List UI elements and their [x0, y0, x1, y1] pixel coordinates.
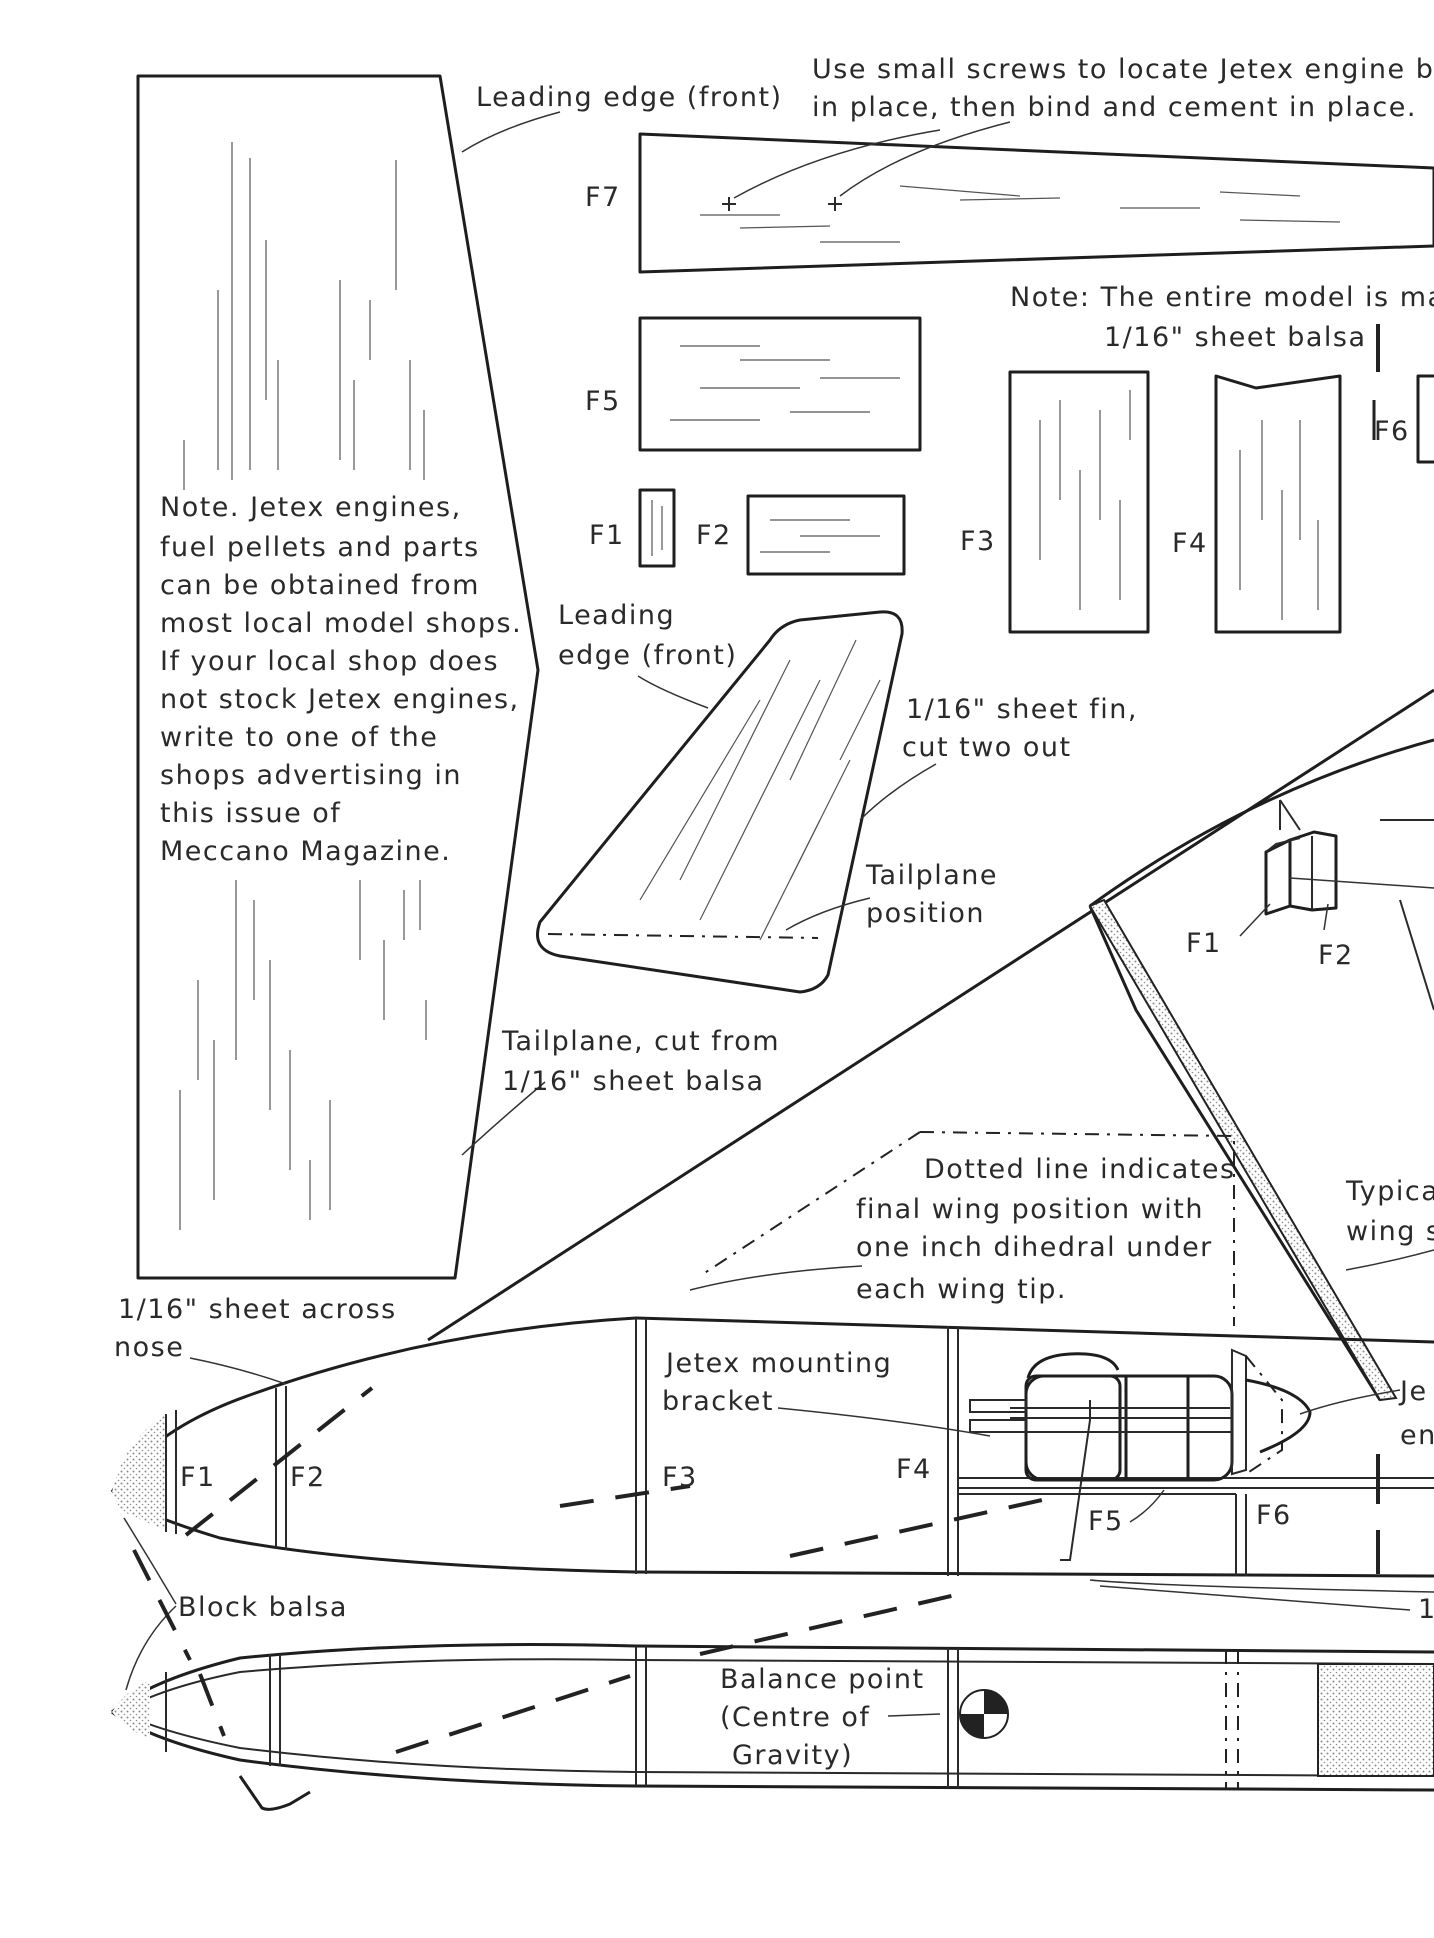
leader-leading-edge-wing: [461, 111, 561, 153]
tailplane-position-label: Tailplane position: [865, 860, 1008, 929]
jetex-note: Note. Jetex engines, fuel pellets and pa…: [160, 492, 532, 867]
leader-nose-sheet: [189, 1357, 287, 1385]
fin-part: [536, 610, 904, 994]
iso-f1-label: F1: [1186, 928, 1222, 959]
fin-note: 1/16" sheet fin, cut two out: [902, 694, 1148, 763]
screws-note: Use small screws to locate Jetex engine …: [812, 54, 1434, 123]
nose-sheet-label: 1/16" sheet across nose: [114, 1294, 407, 1363]
fuselage-plan: [111, 1592, 1434, 1811]
leader-tailplane-cut: [461, 1081, 546, 1156]
leader-block-balsa-2: [125, 1605, 177, 1691]
dotted-note-box: [699, 1131, 1235, 1326]
jetex-engine: [969, 1348, 1312, 1482]
f1-label: F1: [589, 520, 625, 551]
fuselage-f3-label: F3: [662, 1462, 698, 1493]
block-balsa-dash: [132, 1549, 192, 1661]
part-f3: [1008, 370, 1150, 634]
part-f5: [638, 316, 922, 452]
leading-edge-wing-label: Leading edge (front): [476, 82, 783, 113]
leader-one-cut: [1099, 1585, 1411, 1611]
f3-label: F3: [960, 526, 996, 557]
balance-point-icon: [959, 1689, 1009, 1739]
fuselage-f4-label: F4: [896, 1454, 932, 1485]
leader-je: [1299, 1389, 1401, 1415]
je-label: Je en: [1398, 1376, 1434, 1451]
tailplane-cut-label: Tailplane, cut from 1/16" sheet balsa: [501, 1026, 790, 1097]
iso-assembly: [427, 688, 1434, 1402]
f2-label: F2: [696, 520, 732, 551]
wing-outline: [136, 74, 540, 1280]
leading-edge-fin-label: Leading edge (front): [558, 600, 737, 671]
fuselage-f6-label: F6: [1256, 1500, 1292, 1531]
leader-dotted-note: [689, 1265, 863, 1291]
typical-wing-label: Typica wing s: [1345, 1176, 1434, 1247]
balance-point-label: Balance point (Centre of Gravity): [720, 1664, 935, 1771]
leader-tailplane-position: [785, 897, 871, 931]
fuselage-side: [110, 1316, 1434, 1593]
f5-label: F5: [585, 386, 621, 417]
leader-typical-wing: [1345, 1249, 1434, 1271]
fuselage-f2-label: F2: [290, 1462, 326, 1493]
leader-leading-edge-fin: [637, 675, 709, 709]
iso-bracket: [1264, 830, 1338, 916]
f7-label: F7: [585, 182, 621, 213]
fuselage-f5-label: F5: [1088, 1506, 1124, 1537]
part-f6: [1372, 374, 1434, 464]
jetex-bracket-label: Jetex mounting bracket: [662, 1348, 902, 1417]
part-f7: [638, 121, 1434, 274]
f4-label: F4: [1172, 528, 1208, 559]
part-f4: [1214, 374, 1342, 634]
leader-block-balsa-1: [123, 1517, 177, 1605]
leader-jetex-bracket: [777, 1407, 991, 1437]
iso-f2-label: F2: [1318, 940, 1354, 971]
f6-part-label: F6: [1374, 416, 1410, 447]
dotted-line-note: Dotted line indicates final wing positio…: [856, 1154, 1246, 1305]
part-f1: [638, 488, 676, 568]
model-note: Note: The entire model is mac 1/16" shee…: [1010, 282, 1434, 353]
leader-fin-note: [859, 763, 937, 821]
one-cut-label: 1: [1418, 1594, 1434, 1625]
part-f2: [746, 494, 906, 576]
block-balsa-label: Block balsa: [178, 1592, 348, 1623]
leader-balance-point: [887, 1713, 941, 1717]
fuselage-f1-label: F1: [180, 1462, 216, 1493]
leader-f5: [1129, 1489, 1165, 1523]
